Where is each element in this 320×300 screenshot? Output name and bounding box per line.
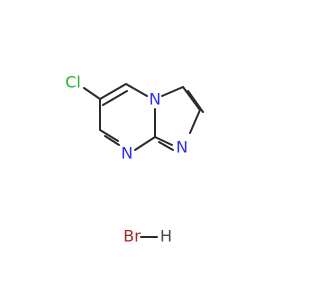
ring-bond-6: [134, 136, 156, 151]
structure-canvas: Cl N N N Br H: [65, 72, 204, 246]
ring-bond-1: [99, 83, 127, 100]
chlorine-atom-label: Cl: [65, 73, 81, 92]
imidazole-bond-4: [154, 136, 173, 146]
imidazole-nitrogen-atom-label: N: [176, 138, 188, 157]
nitrogen-atom-label-bottom: N: [121, 144, 133, 163]
ring-bond-5: [99, 129, 119, 142]
imidazole-bond-2: [182, 86, 201, 111]
bond-lines: [83, 83, 204, 238]
ring-bond-1-double: [102, 90, 128, 106]
hydrogen-atom-label: H: [160, 227, 172, 246]
chemical-structure-diagram: Cl N N N Br H: [65, 73, 204, 246]
c-cl-bond: [83, 87, 101, 100]
bromine-atom-label: Br: [123, 227, 141, 246]
ring-bond-5-double: [104, 135, 120, 146]
imidazole-bond-4-double: [158, 141, 174, 151]
ring-bond-2: [125, 83, 148, 97]
imidazole-bond-3: [189, 109, 201, 134]
imidazole-bond-2-double: [187, 90, 204, 113]
nitrogen-atom-label-top: N: [149, 90, 161, 109]
imidazole-bond-1: [161, 86, 184, 97]
